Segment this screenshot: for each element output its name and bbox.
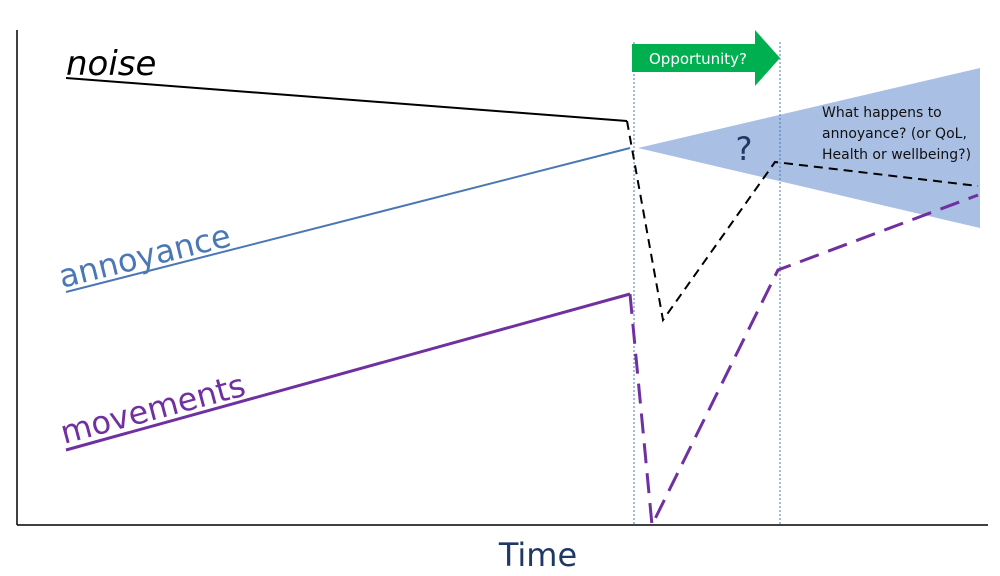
opportunity-label: Opportunity? (649, 50, 747, 68)
movements-line-solid (65, 292, 631, 452)
noise-line-solid (65, 77, 628, 122)
opportunity-arrow (632, 30, 780, 86)
question-mark: ? (736, 130, 753, 168)
movements-line-dashed (628, 193, 979, 531)
noise-line-dashed (626, 120, 979, 323)
uncertainty-cone (638, 68, 980, 228)
annotation-line-1: What happens to (822, 105, 942, 121)
movements-series-label: movements (56, 366, 249, 452)
annoyance-series-label: annoyance (55, 216, 235, 295)
annotation-line-3: Health or wellbeing?) (822, 147, 971, 163)
x-axis-label: Time (498, 536, 577, 574)
annoyance-line (65, 147, 631, 293)
noise-series-label: noise (66, 44, 156, 84)
annotation-line-2: annoyance? (or QoL, (822, 126, 967, 142)
